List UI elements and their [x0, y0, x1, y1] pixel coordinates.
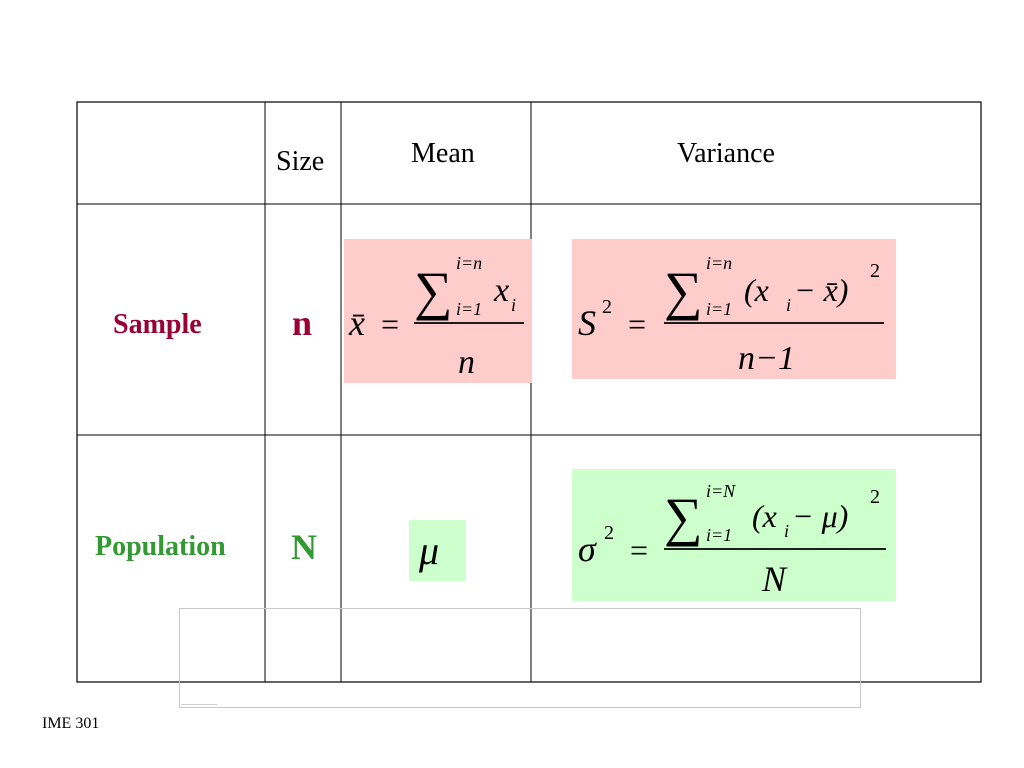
sample-mean-equals: = [381, 306, 399, 342]
population-mean-lhs: μ [418, 528, 439, 573]
sample-variance-sum-lower: i=1 [706, 299, 732, 319]
sample-variance-lhs-sup: 2 [602, 296, 612, 318]
sample-variance-formula-svg: S 2 = ∑ i=n i=1 (x i − x̄) 2 n−1 [572, 239, 896, 379]
population-variance-term-sup: 2 [870, 486, 880, 508]
sample-size-symbol: n [292, 303, 313, 343]
header-size: Size [276, 146, 325, 177]
row-label-sample: Sample [113, 309, 202, 340]
population-variance-sum-lower: i=1 [706, 525, 732, 545]
header-mean: Mean [411, 138, 475, 169]
population-mean-formula: μ [409, 520, 466, 581]
sample-mean-formula: x̄ = ∑ i=n i=1 x i n [344, 239, 532, 383]
empty-placeholder-box [179, 608, 861, 708]
sum-symbol: ∑ [664, 261, 703, 321]
population-variance-term: (x [752, 498, 777, 534]
population-mean-formula-svg: μ [409, 520, 466, 581]
sample-mean-term: x [493, 272, 509, 309]
header-variance: Variance [677, 138, 775, 169]
population-variance-lhs: σ [578, 529, 597, 569]
population-variance-formula: σ 2 = ∑ i=N i=1 (x i − μ) 2 N [572, 469, 896, 601]
sample-variance-term-sub: i [786, 295, 791, 315]
sample-mean-sum-upper: i=n [456, 253, 482, 273]
sample-variance-equals: = [628, 306, 646, 342]
population-size-symbol: N [291, 527, 317, 567]
sample-mean-sum-lower: i=1 [456, 299, 482, 319]
sample-variance-formula: S 2 = ∑ i=n i=1 (x i − x̄) 2 n−1 [572, 239, 896, 379]
population-variance-sum-upper: i=N [706, 481, 736, 501]
population-variance-lhs-sup: 2 [604, 522, 614, 544]
population-variance-term-rest: − μ) [792, 498, 848, 534]
population-variance-equals: = [630, 532, 648, 568]
population-variance-denominator: N [761, 559, 788, 599]
placeholder-mark [181, 704, 217, 705]
footer-course-code: IME 301 [42, 715, 100, 732]
sample-variance-term-rest: − x̄) [794, 272, 848, 308]
sum-symbol: ∑ [664, 487, 703, 547]
population-variance-formula-svg: σ 2 = ∑ i=N i=1 (x i − μ) 2 N [572, 469, 896, 601]
sum-symbol: ∑ [414, 261, 453, 321]
row-label-population: Population [95, 531, 226, 562]
sample-mean-formula-svg: x̄ = ∑ i=n i=1 x i n [344, 239, 532, 383]
sample-variance-term-sup: 2 [870, 260, 880, 282]
population-variance-term-sub: i [784, 521, 789, 541]
sample-mean-lhs: x̄ [348, 303, 365, 343]
sample-variance-denominator: n−1 [738, 340, 795, 377]
sample-variance-lhs: S [578, 303, 596, 343]
sample-variance-sum-upper: i=n [706, 253, 732, 273]
sample-mean-denominator: n [458, 344, 475, 381]
sample-variance-term: (x [744, 272, 769, 308]
sample-mean-term-sub: i [511, 295, 516, 315]
